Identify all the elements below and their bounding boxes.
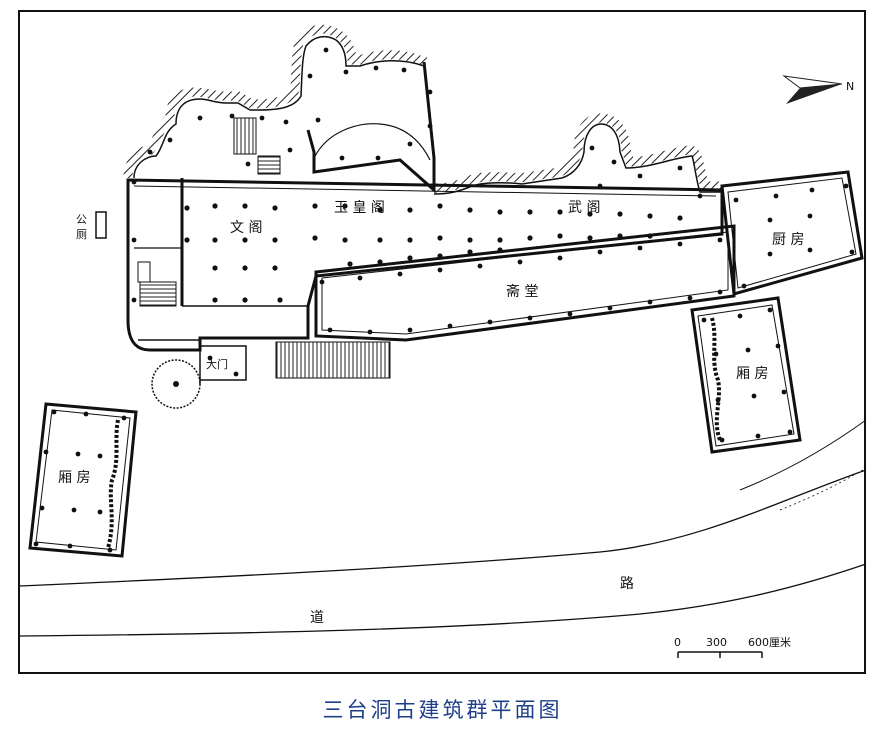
entry-gate [200, 345, 247, 381]
xiangfang-right-inner [697, 304, 795, 447]
xiangfang-right-stones [710, 317, 722, 441]
entry-wall [138, 339, 201, 384]
label-gong: 公 [76, 213, 87, 226]
cave-wall [306, 61, 436, 194]
toilet-building [95, 211, 107, 239]
cave-arch [313, 123, 431, 161]
scale-tick-0: 0 [674, 636, 681, 649]
scale-bar: 0 300 600厘米 [674, 636, 791, 658]
road-edge-south [19, 563, 867, 637]
west-stairs [139, 281, 177, 307]
figure-title: 三台洞古建筑群平面图 [322, 698, 563, 722]
label-yuhuang: 玉 皇 阁 [334, 200, 385, 216]
cliff-hatch-east [433, 113, 722, 193]
north-stairs-2 [257, 155, 281, 175]
round-pavilion [151, 359, 201, 409]
columns [33, 47, 855, 553]
label-damen: 大门 [206, 357, 228, 371]
north-arrow: N [782, 75, 854, 104]
label-ce: 厕 [76, 228, 87, 241]
main-hall-inner-wall [133, 185, 717, 197]
scale-tick-300: 300 [706, 636, 727, 649]
xiangfang-left-inner [35, 409, 131, 551]
label-lu: 路 [620, 576, 634, 592]
chufang-wall [720, 170, 864, 296]
pavilion-center [173, 381, 179, 387]
xiangfang-right-wall [690, 296, 802, 454]
xiangfang-left-stones [106, 419, 120, 549]
label-wenge: 文 阁 [230, 220, 262, 236]
xiangfang-left-wall [28, 402, 138, 558]
label-xiangfang-right: 厢 房 [736, 366, 768, 382]
scale-tick-600: 600厘米 [748, 636, 791, 649]
road-edge-outer [739, 419, 867, 491]
label-xiangfang-left: 厢 房 [58, 470, 90, 486]
label-wuge: 武 阁 [568, 200, 600, 216]
north-stairs [233, 117, 257, 155]
chufang-inner [727, 177, 857, 289]
main-stairs [275, 341, 391, 379]
label-chufang: 厨 房 [772, 232, 804, 248]
cliff-hatch [123, 24, 428, 179]
label-dao: 道 [310, 610, 324, 626]
road-edge-inner [779, 467, 867, 511]
west-door [137, 261, 151, 283]
map-frame [18, 10, 866, 674]
cliff-line-east [433, 123, 722, 195]
zhaitang-inner [321, 231, 729, 335]
cliff-line [133, 35, 425, 179]
north-label: N [846, 80, 854, 93]
zhaitang-wall [314, 224, 736, 342]
road-edge-north [19, 469, 867, 587]
label-zhaitang: 斋 堂 [506, 283, 538, 300]
